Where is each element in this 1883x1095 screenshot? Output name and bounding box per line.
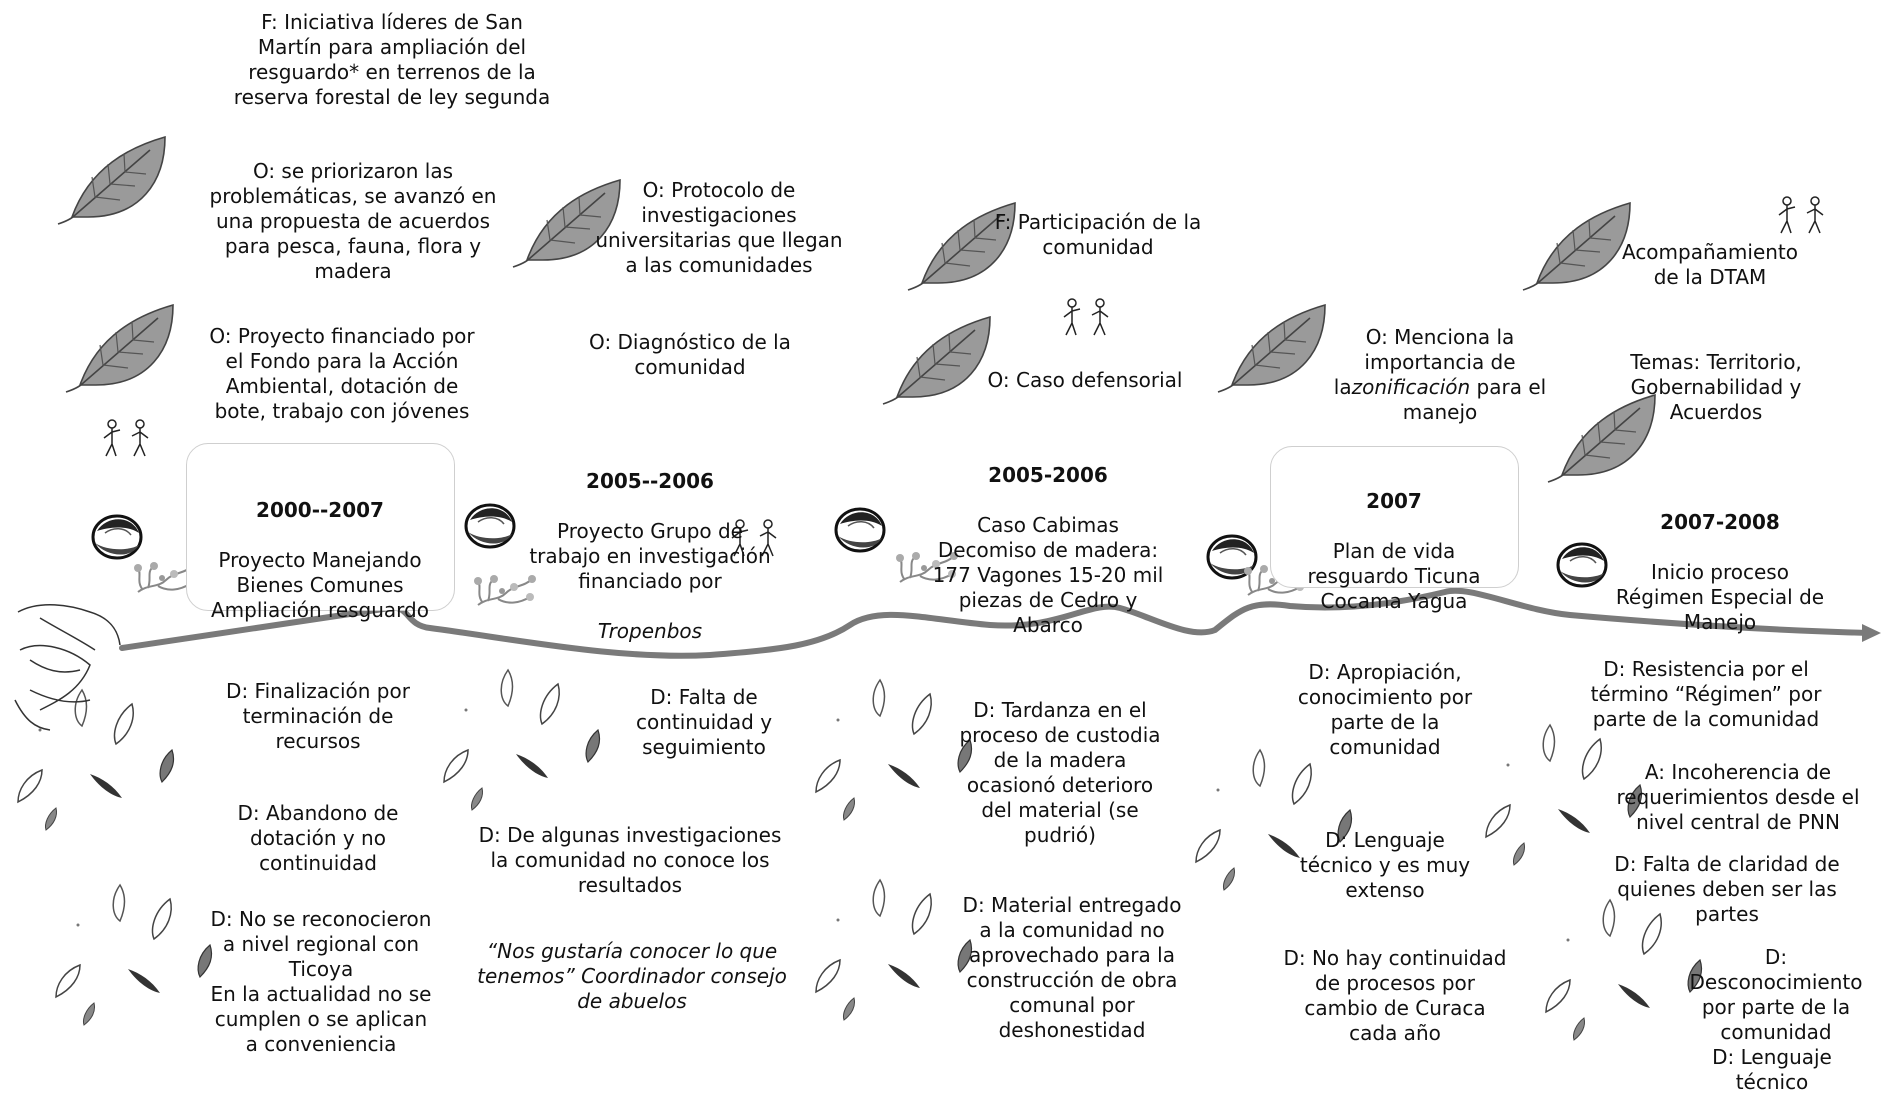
milestone-text: Plan de vida resguardo Ticuna Cocama Yag… xyxy=(1307,539,1481,613)
d-investigaciones-resultados: D: De algunas investigaciones la comunid… xyxy=(478,823,782,897)
d-resistencia-regimen: D: Resistencia por el término “Régimen” … xyxy=(1590,657,1822,731)
d-apropiacion: D: Apropiación, conocimiento por parte d… xyxy=(1297,660,1473,759)
d-abandono-dotacion: D: Abandono de dotación y no continuidad xyxy=(237,801,399,875)
f-participacion-comunidad: F: Participación de la comunidad xyxy=(994,210,1202,259)
d-lenguaje-tecnico: D: Lenguaje técnico xyxy=(1712,1045,1832,1094)
o-protocolo-investigaciones: O: Protocolo de investigaciones universi… xyxy=(595,178,843,277)
d-falta-continuidad: D: Falta de continuidad y seguimiento xyxy=(635,685,773,759)
quote-coordinador: “Nos gustaría conocer lo que tenemos” Co… xyxy=(477,939,787,1013)
milestone-year: 2000--2007 xyxy=(256,498,384,522)
a-incoherencia-requerimientos: A: Incoherencia de requerimientos desde … xyxy=(1616,760,1860,834)
d-tardanza-custodia: D: Tardanza en el proceso de custodia de… xyxy=(959,698,1161,847)
d-finalizacion-recursos: D: Finalización por terminación de recur… xyxy=(226,679,410,753)
milestone-year: 2005--2006 xyxy=(586,469,714,493)
milestone-box-2000-2007 xyxy=(186,443,455,611)
milestone-2005-2006-tropenbos: 2005--2006 Proyecto Grupo de trabajo en … xyxy=(512,444,788,669)
milestone-text: Inicio proceso Régimen Especial de Manej… xyxy=(1615,560,1825,634)
milestone-year: 2005-2006 xyxy=(988,463,1108,487)
milestone-italic: Tropenbos xyxy=(597,619,703,643)
o-menciona-part1: O: Menciona la importancia de la xyxy=(1333,325,1516,399)
milestone-2007: 2007 Plan de vida resguardo Ticuna Cocam… xyxy=(1276,464,1512,639)
acompanamiento-dtam: Acompañamiento de la DTAM xyxy=(1621,240,1799,289)
milestone-text: Proyecto Grupo de trabajo en investigaci… xyxy=(529,519,771,593)
o-proyecto-fondo-accion: O: Proyecto financiado por el Fondo para… xyxy=(209,324,475,423)
milestone-year: 2007-2008 xyxy=(1660,510,1780,534)
milestone-text: Caso Cabimas Decomiso de madera: 177 Vag… xyxy=(932,513,1164,637)
d-falta-claridad: D: Falta de claridad de quienes deben se… xyxy=(1614,852,1840,926)
d-no-continuidad-curaca: D: No hay continuidad de procesos por ca… xyxy=(1283,946,1507,1045)
f-iniciativa-lideres: F: Iniciativa líderes de San Martín para… xyxy=(233,10,551,109)
o-priorizaron-problematicas: O: se priorizaron las problemáticas, se … xyxy=(209,159,497,283)
milestone-2005-2006-cabimas: 2005-2006 Caso Cabimas Decomiso de mader… xyxy=(930,438,1166,663)
o-menciona-zonificacion: O: Menciona la importancia de lazonifica… xyxy=(1320,325,1560,425)
d-desconocimiento: D: Desconocimiento por parte de la comun… xyxy=(1689,945,1863,1044)
o-caso-defensorial: O: Caso defensorial xyxy=(987,368,1183,392)
temas-territorio: Temas: Territorio, Gobernabilidad y Acue… xyxy=(1630,350,1802,424)
d-material-entregado: D: Material entregado a la comunidad no … xyxy=(962,893,1182,1042)
d-lenguaje-extenso: D: Lenguaje técnico y es muy extenso xyxy=(1299,828,1471,902)
milestone-2007-2008: 2007-2008 Inicio proceso Régimen Especia… xyxy=(1602,485,1838,660)
milestone-2000-2007: 2000--2007 Proyecto Manejando Bienes Com… xyxy=(190,473,450,648)
milestone-year: 2007 xyxy=(1366,489,1422,513)
milestone-box-2007 xyxy=(1270,446,1519,588)
o-diagnostico-comunidad: O: Diagnóstico de la comunidad xyxy=(589,330,791,379)
o-menciona-part2: para el manejo xyxy=(1402,375,1547,424)
milestone-text: Proyecto Manejando Bienes Comunes Amplia… xyxy=(211,548,429,622)
d-no-reconocieron: D: No se reconocieron a nivel regional c… xyxy=(210,907,432,1056)
o-menciona-italic: zonificación xyxy=(1351,375,1471,399)
